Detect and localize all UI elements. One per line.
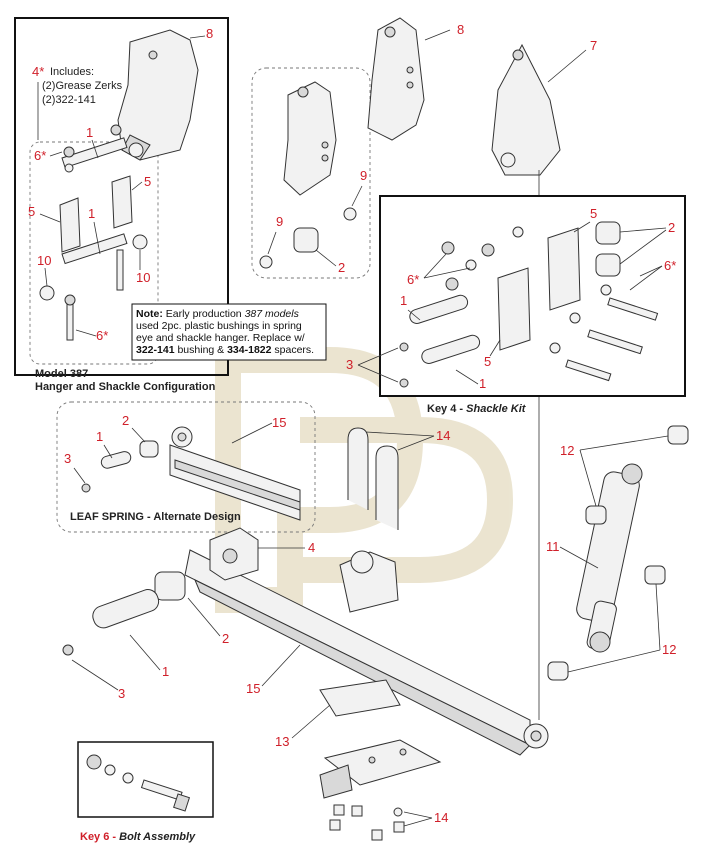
note-text-line3: eye and shackle hanger. Replace w/ — [136, 332, 305, 344]
watermark-logo — [215, 347, 514, 613]
callout-1-kit-b: 1 — [479, 376, 486, 391]
shackle-kit-box — [379, 195, 686, 397]
alt-design-dashed — [56, 401, 316, 533]
callout-1-main: 1 — [162, 664, 169, 679]
callout-5-kit-a: 5 — [590, 206, 597, 221]
callout-15-alt: 15 — [272, 415, 286, 430]
callout-10-model-b: 10 — [136, 270, 150, 285]
hanger-bracket-part — [117, 29, 199, 161]
callout-5-model-b: 5 — [28, 204, 35, 219]
shackle-kit-parts — [399, 221, 659, 388]
callout-4-main: 4 — [308, 540, 315, 555]
callout-2-kit: 2 — [668, 220, 675, 235]
callout-11: 11 — [546, 539, 560, 554]
callout-12-top: 12 — [560, 443, 574, 458]
main-leaf-spring-part — [62, 527, 549, 756]
nuts-14-part — [329, 804, 405, 841]
callout-9-a: 9 — [360, 168, 367, 183]
shackle-parts-model — [39, 124, 148, 341]
note-text-line2: used 2pc. plastic bushings in spring — [136, 320, 302, 332]
callout-8-model: 8 — [206, 26, 213, 41]
callout-13: 13 — [275, 734, 289, 749]
callout-14-top: 14 — [436, 428, 450, 443]
alt-design-caption: LEAF SPRING - Alternate Design — [70, 511, 241, 523]
callout-6-model-a: 6* — [34, 148, 46, 163]
callout-6-kit-left: 6* — [407, 272, 419, 287]
callout-6-kit-right: 6* — [664, 258, 676, 273]
includes-line-3: (2)322-141 — [42, 94, 96, 106]
callout-5-model-a: 5 — [144, 174, 151, 189]
callout-15-main: 15 — [246, 681, 260, 696]
note-text-line1: Note: Early production 387 models — [136, 308, 300, 320]
callout-1-model-a: 1 — [86, 125, 93, 140]
model-caption-line2: Hanger and Shackle Configuration — [35, 381, 216, 393]
callout-2-alt: 2 — [122, 413, 129, 428]
model-387-box — [14, 17, 229, 376]
callout-2-main: 2 — [222, 631, 229, 646]
u-bolts-part — [347, 427, 399, 530]
callout-1-kit-a: 1 — [400, 293, 407, 308]
bolt-assembly-box — [77, 741, 214, 818]
callout-2-group: 2 — [338, 260, 345, 275]
includes-line-1: Includes: — [50, 66, 94, 78]
bolt-assembly-part — [86, 754, 191, 812]
callout-3-main: 3 — [118, 686, 125, 701]
callout-9-b: 9 — [276, 214, 283, 229]
hanger-8-group-part — [259, 81, 357, 269]
callout-12-bottom: 12 — [662, 642, 676, 657]
shock-absorber-part — [547, 425, 689, 681]
callout-7: 7 — [590, 38, 597, 53]
key6-caption: Key 6 - Bolt Assembly — [80, 831, 196, 843]
callout-1-model-b: 1 — [88, 206, 95, 221]
hanger-group-dashed — [251, 67, 371, 279]
callout-8-top: 8 — [457, 22, 464, 37]
includes-line-2: (2)Grease Zerks — [42, 80, 123, 92]
callout-4-includes: 4* — [32, 64, 44, 79]
callout-14-bottom: 14 — [434, 810, 448, 825]
plate-and-seat-part — [319, 679, 442, 799]
hanger-8-top-part — [367, 17, 425, 141]
callout-3-kit: 3 — [346, 357, 353, 372]
callout-3-alt: 3 — [64, 451, 71, 466]
key4-caption: Key 4 - Shackle Kit — [427, 403, 527, 415]
note-box — [131, 303, 327, 361]
callout-1-alt: 1 — [96, 429, 103, 444]
alt-leaf-spring-part — [81, 426, 301, 521]
callout-5-kit-b: 5 — [484, 354, 491, 369]
note-text-line4: 322-141 bushing & 334-1822 spacers. — [136, 344, 314, 356]
callout-6-model-b: 6* — [96, 328, 108, 343]
model-387-inner-dashed — [29, 141, 159, 365]
model-caption-line1: Model 387 — [35, 368, 88, 380]
hanger-7-part — [491, 43, 561, 176]
callout-10-model-a: 10 — [37, 253, 51, 268]
